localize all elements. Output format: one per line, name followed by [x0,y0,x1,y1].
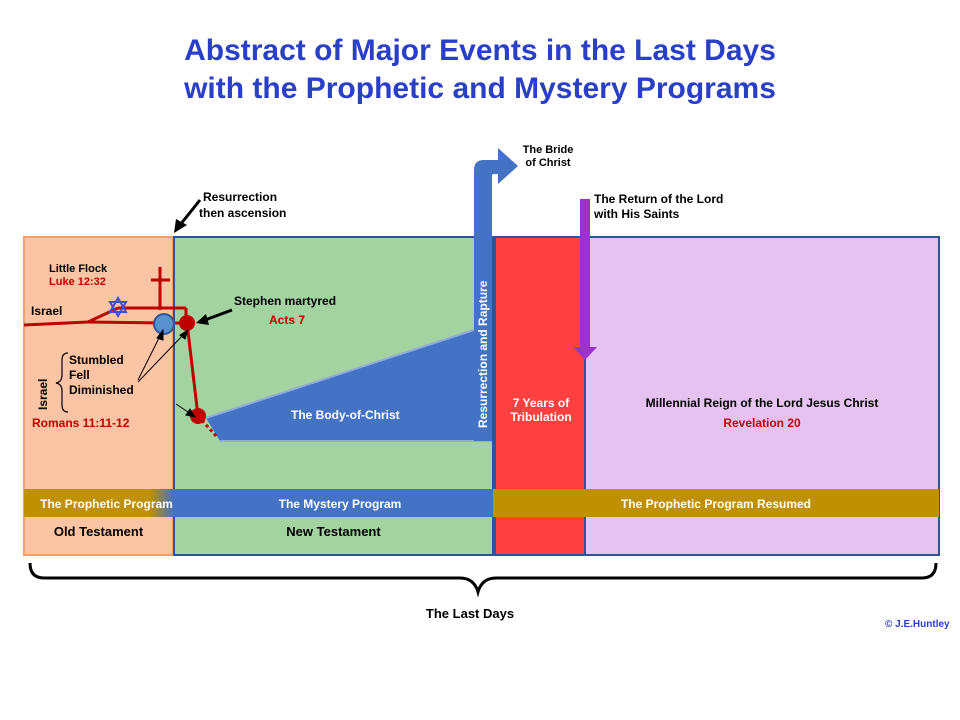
prophetic-program-band [24,489,174,517]
diminished-label: Diminished [69,383,134,397]
copyright: © J.E.Huntley [885,619,950,630]
stephen-label: Stephen martyred [234,294,337,308]
resurrection-rapture-label: Resurrection and Rapture [476,280,490,428]
tribulation-label-1: 7 Years of [512,396,570,410]
stumbled-label: Stumbled [69,353,124,367]
body-of-christ-wedge [206,330,492,441]
body-of-christ-label: The Body-of-Christ [291,408,400,422]
revelation-ref: Revelation 20 [723,416,801,430]
mystery-program-label: The Mystery Program [278,497,402,511]
mystery-program-band [174,489,493,517]
acts-ref: Acts 7 [269,313,306,327]
israel-vertical-label: Israel [36,379,50,410]
diminished-node [190,408,206,424]
return-label-1: The Return of the Lord [594,192,724,206]
return-label-2: with His Saints [594,207,680,221]
last-days-brace [28,562,938,598]
stephen-node [179,315,195,331]
tribulation-label-2: Tribulation [510,410,572,424]
prophetic-program-label: The Prophetic Program [40,497,173,511]
bride-label-1: The Bride [522,144,574,156]
title-line-2: with the Prophetic and Mystery Programs [184,72,776,105]
prophetic-resumed-band [493,489,939,517]
rapture-arrow [474,148,518,441]
return-arrow [573,199,597,360]
new-testament-label: New Testament [286,524,381,539]
cross-icon [151,267,170,310]
israel-label: Israel [31,304,63,318]
romans-ref: Romans 11:11-12 [32,416,130,430]
resurrection-label-2: then ascension [199,206,287,220]
old-testament-label: Old Testament [53,524,144,539]
luke-ref: Luke 12:32 [49,276,106,288]
fell-label: Fell [69,368,90,382]
prophetic-resumed-label: The Prophetic Program Resumed [620,497,812,511]
millennial-label: Millennial Reign of the Lord Jesus Chris… [645,396,879,410]
little-flock-label: Little Flock [49,263,108,275]
last-days-label: The Last Days [425,606,515,621]
star-of-david-icon [108,295,128,319]
bride-label-2: of Christ [525,157,571,169]
resurrection-label-1: Resurrection [203,190,278,204]
resurrection-node [153,313,175,335]
title-line-1: Abstract of Major Events in the Last Day… [184,34,776,67]
